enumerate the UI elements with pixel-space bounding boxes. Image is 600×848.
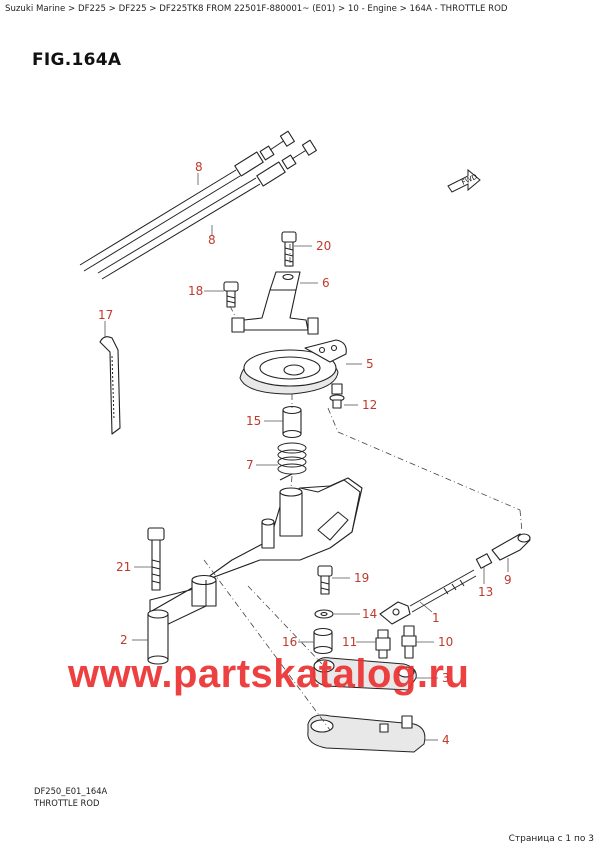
breadcrumb[interactable]: Suzuki Marine > DF225 > DF225 > DF225TK8… bbox=[5, 4, 508, 14]
leader-lines bbox=[104, 173, 509, 741]
callout-8[interactable]: 8 bbox=[208, 233, 216, 247]
pin-part-12[interactable] bbox=[329, 383, 345, 409]
throttle-drum-part-5[interactable] bbox=[239, 339, 347, 395]
bracket-part-6[interactable] bbox=[231, 271, 319, 335]
throttle-lever-assembly[interactable] bbox=[149, 477, 363, 629]
callout-13[interactable]: 13 bbox=[478, 585, 493, 599]
callout-20[interactable]: 20 bbox=[316, 239, 331, 253]
callout-21[interactable]: 21 bbox=[116, 560, 131, 574]
nut-part-13[interactable] bbox=[475, 553, 493, 569]
callout-2[interactable]: 2 bbox=[120, 633, 128, 647]
callout-4[interactable]: 4 bbox=[442, 733, 450, 747]
collar-part-2[interactable] bbox=[147, 609, 169, 665]
rod-end-part-9[interactable] bbox=[491, 533, 531, 561]
pin-part-11[interactable] bbox=[375, 629, 391, 659]
throttle-rod-part-1[interactable] bbox=[379, 569, 477, 625]
link-part-3[interactable] bbox=[313, 657, 417, 691]
bolt-part-19[interactable] bbox=[317, 565, 333, 595]
forward-direction-badge: FWD bbox=[447, 168, 481, 193]
callout-18[interactable]: 18 bbox=[188, 284, 203, 298]
bolt-part-18[interactable] bbox=[223, 281, 239, 308]
callout-9[interactable]: 9 bbox=[504, 573, 512, 587]
watermark-text: www.partskatalog.ru bbox=[68, 652, 470, 696]
callout-7[interactable]: 7 bbox=[246, 458, 254, 472]
throttle-cable-upper[interactable] bbox=[79, 130, 295, 272]
page-indicator: Страница с 1 по 3 bbox=[508, 834, 594, 844]
callout-14[interactable]: 14 bbox=[362, 607, 377, 621]
cable-tie-part-17[interactable] bbox=[99, 336, 121, 435]
collar-part-15[interactable] bbox=[282, 405, 302, 439]
link-part-4[interactable] bbox=[307, 714, 426, 753]
spring-part-7[interactable] bbox=[277, 442, 307, 481]
drawing-code: DF250_E01_164A bbox=[34, 786, 108, 796]
callout-1[interactable]: 1 bbox=[432, 611, 440, 625]
stud-part-10[interactable] bbox=[401, 625, 417, 659]
callout-8[interactable]: 8 bbox=[195, 160, 203, 174]
callout-11[interactable]: 11 bbox=[342, 635, 357, 649]
figure-title: FIG.164A bbox=[32, 50, 122, 70]
callout-5[interactable]: 5 bbox=[366, 357, 374, 371]
callout-6[interactable]: 6 bbox=[322, 276, 330, 290]
callout-3[interactable]: 3 bbox=[442, 671, 450, 685]
drawing-description: THROTTLE ROD bbox=[34, 798, 100, 808]
part-number-callouts: 8 8 20 6 18 17 5 12 15 7 21 19 9 13 14 1… bbox=[98, 160, 512, 747]
callout-12[interactable]: 12 bbox=[362, 398, 377, 412]
bolt-part-20[interactable] bbox=[281, 231, 297, 267]
washer-part-14[interactable] bbox=[314, 609, 334, 619]
bolt-part-21[interactable] bbox=[147, 527, 165, 591]
throttle-cable-lower[interactable] bbox=[97, 139, 317, 280]
callout-15[interactable]: 15 bbox=[246, 414, 261, 428]
assembly-guide-lines bbox=[203, 244, 523, 731]
callout-10[interactable]: 10 bbox=[438, 635, 453, 649]
callout-17[interactable]: 17 bbox=[98, 308, 113, 322]
callout-19[interactable]: 19 bbox=[354, 571, 369, 585]
bushing-part-16[interactable] bbox=[313, 627, 333, 655]
callout-16[interactable]: 16 bbox=[282, 635, 297, 649]
